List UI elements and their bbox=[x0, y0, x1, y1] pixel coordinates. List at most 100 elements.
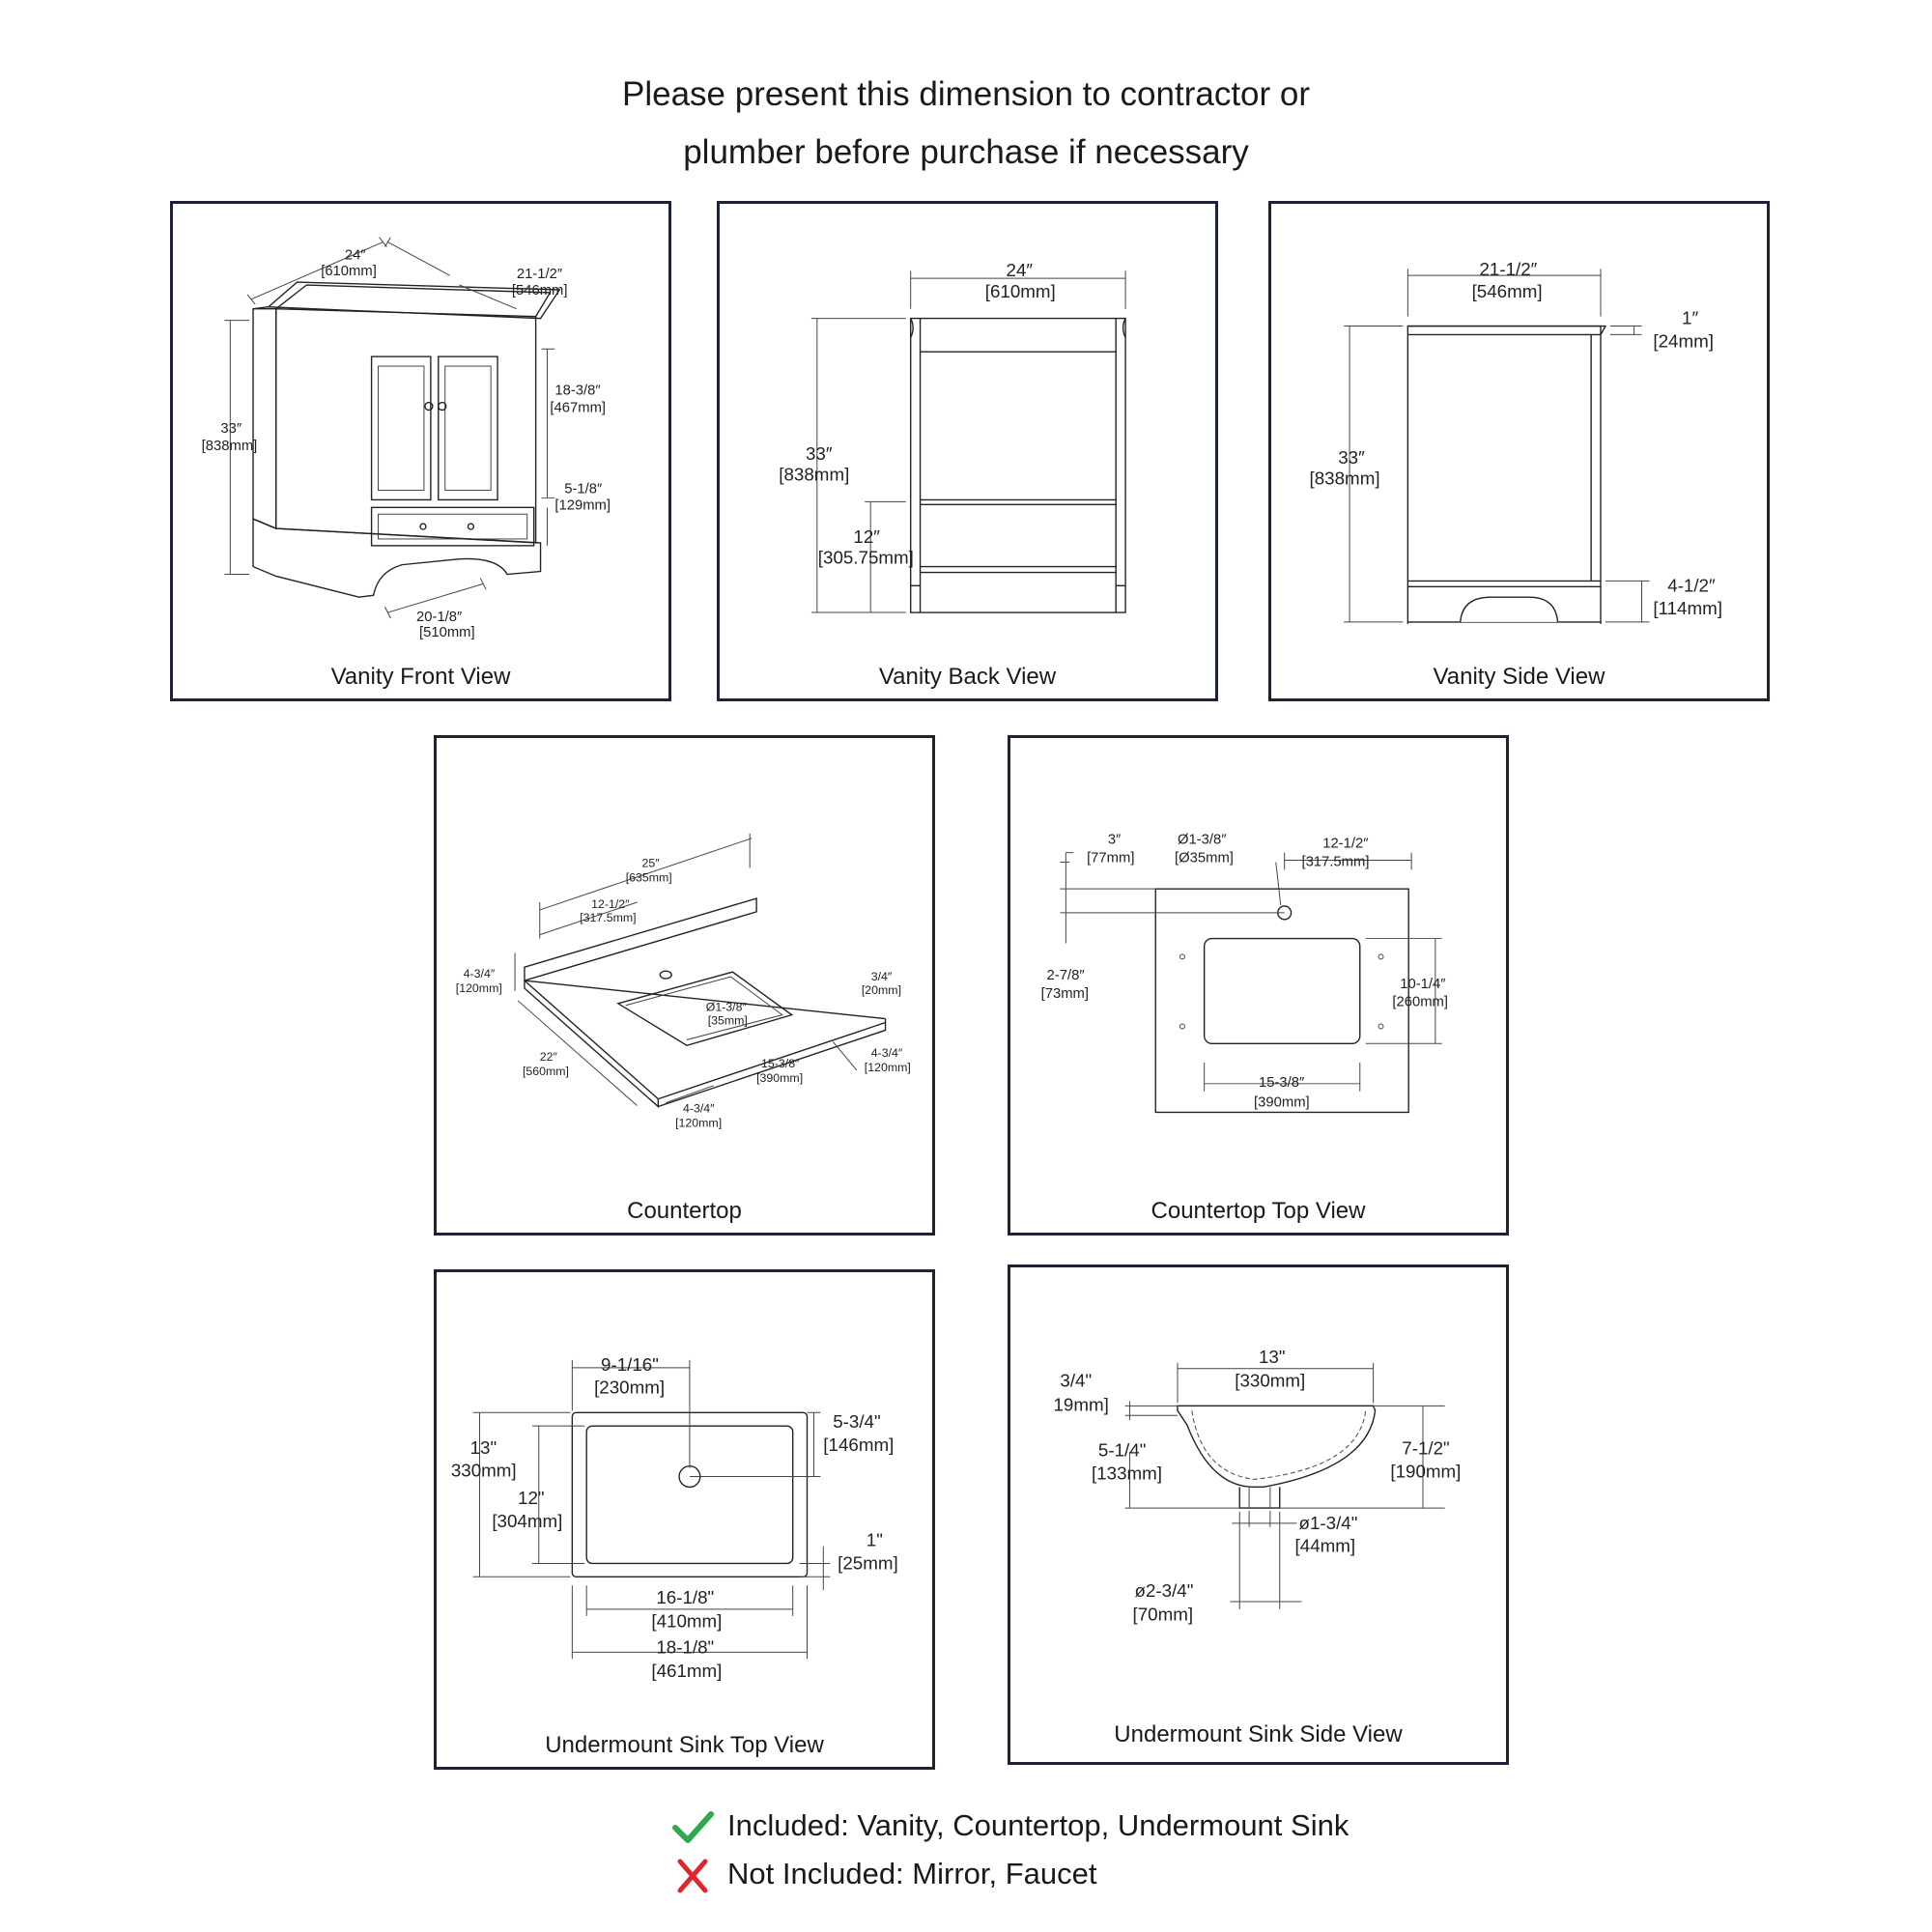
dim-back-in: 5-3/4" bbox=[833, 1411, 880, 1432]
dim-rim-mm: [25mm] bbox=[838, 1552, 898, 1573]
dim-center-in: 12-1/2″ bbox=[1322, 837, 1368, 852]
dim-outerw-mm: [461mm] bbox=[651, 1661, 722, 1681]
dim-bowl-in: 5-1/4" bbox=[1098, 1440, 1146, 1461]
dim-outer-mm: 330mm] bbox=[451, 1461, 517, 1481]
dim-sink-mm: [390mm] bbox=[756, 1071, 803, 1085]
dim-sinkw-in: 15-3/8″ bbox=[1259, 1075, 1304, 1091]
countertop-diagram bbox=[514, 833, 887, 1109]
dim-innerw-in: 16-1/8" bbox=[656, 1587, 714, 1607]
included-text: Included: Vanity, Countertop, Undermount… bbox=[727, 1808, 1350, 1843]
dim-width-mm: [610mm] bbox=[985, 281, 1056, 301]
caption-undermount-sink-top-view: Undermount Sink Top View bbox=[545, 1732, 824, 1758]
dim-center-mm: [317.5mm] bbox=[1301, 854, 1369, 869]
panel-undermount-sink-side-view: 13" [330mm] 3/4" 19mm] 5-1/4" [133mm] 7-… bbox=[1008, 1264, 1509, 1765]
dim-center-mm: [317.5mm] bbox=[580, 911, 636, 924]
dim-hole-mm: [Ø35mm] bbox=[1175, 850, 1234, 866]
dim-depth-mm: [546mm] bbox=[512, 283, 568, 298]
dim-width-mm: [610mm] bbox=[321, 264, 377, 279]
dim-back-mm: [73mm] bbox=[1041, 986, 1089, 1002]
dim-right-mm: [120mm] bbox=[865, 1061, 911, 1074]
dim-width-mm: [635mm] bbox=[626, 870, 672, 884]
panel-countertop: 25″ [635mm] 12-1/2″ [317.5mm] 4-3/4″ [12… bbox=[434, 735, 935, 1236]
vanity-front-labels: 24″ [610mm] 21-1/2″ [546mm] 33″ [838mm] … bbox=[202, 247, 611, 640]
dim-door-in: 18-3/8″ bbox=[554, 384, 600, 399]
caption-countertop: Countertop bbox=[627, 1198, 742, 1224]
dim-depth-in: 21-1/2″ bbox=[517, 267, 562, 282]
dim-drain-in: 9-1/16" bbox=[601, 1354, 659, 1375]
dim-width-in: 24″ bbox=[1007, 260, 1034, 280]
vanity-back-labels: 24″ [610mm] 33″ [838mm] 12″ [305.75mm] bbox=[779, 260, 1056, 568]
dim-inner-mm: [304mm] bbox=[492, 1511, 562, 1531]
dim-height-in: 33″ bbox=[220, 421, 242, 437]
dim-drawer-mm: [129mm] bbox=[554, 497, 611, 513]
dim-front-mm: [120mm] bbox=[675, 1116, 722, 1129]
dim-sink-in: 15-3/8″ bbox=[761, 1057, 800, 1070]
dim-rim-mm: 19mm] bbox=[1053, 1394, 1108, 1414]
dim-height-in: 33″ bbox=[806, 443, 833, 464]
vanity-back-diagram bbox=[810, 270, 1126, 613]
dim-width-in: 13" bbox=[1259, 1347, 1286, 1367]
dim-sinkd-in: 10-1/4″ bbox=[1400, 977, 1445, 992]
panel-countertop-top-view: 3″ [77mm] Ø1-3/8″ [Ø35mm] 12-1/2″ [317.5… bbox=[1008, 735, 1509, 1236]
dim-inner-in: 12" bbox=[518, 1488, 545, 1508]
dim-hole-mm: [35mm] bbox=[708, 1014, 748, 1028]
cross-icon bbox=[671, 1857, 714, 1895]
dim-thick-mm: [20mm] bbox=[862, 983, 901, 997]
page-header: Please present this dimension to contrac… bbox=[0, 66, 1932, 182]
dim-drain-mm: [230mm] bbox=[594, 1378, 665, 1398]
dim-base-mm: [114mm] bbox=[1653, 598, 1722, 618]
dim-width-in: 25″ bbox=[642, 856, 661, 869]
panel-undermount-sink-top-view: 9-1/16" [230mm] 5-3/4" [146mm] 13" 330mm… bbox=[434, 1269, 935, 1770]
sink-top-diagram bbox=[472, 1359, 831, 1660]
panel-vanity-back-view: 24″ [610mm] 33″ [838mm] 12″ [305.75mm] V… bbox=[717, 201, 1218, 701]
dim-back-in: 2-7/8″ bbox=[1047, 968, 1085, 983]
header-line-2: plumber before purchase if necessary bbox=[683, 133, 1249, 171]
dim-base-in: 4-1/2″ bbox=[1667, 575, 1716, 595]
dim-front-in: 4-3/4″ bbox=[683, 1101, 715, 1115]
dim-base-in: 20-1/8″ bbox=[416, 610, 462, 625]
dim-depth-in: 21-1/2″ bbox=[1479, 259, 1537, 279]
not-included-row: Not Included: Mirror, Faucet bbox=[671, 1857, 1097, 1895]
dim-total-in: 7-1/2" bbox=[1402, 1438, 1449, 1459]
dim-height-in: 33″ bbox=[1338, 447, 1365, 468]
dim-bowl-mm: [133mm] bbox=[1092, 1463, 1162, 1483]
caption-countertop-top-view: Countertop Top View bbox=[1151, 1198, 1366, 1224]
dim-height-mm: [838mm] bbox=[1310, 469, 1380, 489]
dim-splash-in: 4-3/4″ bbox=[464, 967, 496, 980]
dim-depth-in: 22″ bbox=[540, 1050, 558, 1064]
dim-depth-mm: [560mm] bbox=[523, 1065, 569, 1078]
not-included-text: Not Included: Mirror, Faucet bbox=[727, 1857, 1097, 1891]
dim-outer-in: 13" bbox=[470, 1437, 497, 1458]
dim-right-in: 4-3/4″ bbox=[871, 1046, 903, 1060]
countertop-labels: 25″ [635mm] 12-1/2″ [317.5mm] 4-3/4″ [12… bbox=[456, 856, 911, 1129]
dim-flange-mm: [70mm] bbox=[1133, 1605, 1194, 1625]
dim-rim-in: 1" bbox=[867, 1530, 883, 1550]
dim-drain-in: ø1-3/4" bbox=[1299, 1513, 1358, 1533]
dim-door-mm: [467mm] bbox=[550, 400, 606, 415]
sink-side-labels: 13" [330mm] 3/4" 19mm] 5-1/4" [133mm] 7-… bbox=[1053, 1347, 1461, 1625]
dim-outerw-in: 18-1/8" bbox=[656, 1636, 714, 1657]
dim-edge-mm: [77mm] bbox=[1087, 850, 1134, 866]
countertop-top-diagram bbox=[1060, 852, 1442, 1114]
dim-edge-in: 3″ bbox=[1108, 833, 1121, 848]
dim-depth-mm: [546mm] bbox=[1472, 281, 1543, 301]
dim-width-in: 24″ bbox=[345, 247, 366, 263]
dim-top-in: 1″ bbox=[1682, 308, 1698, 328]
dim-top-mm: [24mm] bbox=[1653, 330, 1714, 351]
dim-innerw-mm: [410mm] bbox=[651, 1611, 722, 1632]
dim-base-mm: [510mm] bbox=[419, 625, 475, 640]
caption-vanity-side-view: Vanity Side View bbox=[1433, 664, 1605, 690]
included-row: Included: Vanity, Countertop, Undermount… bbox=[671, 1808, 1349, 1847]
dim-hole-in: Ø1-3/8″ bbox=[1178, 833, 1227, 848]
dim-hole-in: Ø1-3/8″ bbox=[706, 1001, 748, 1014]
caption-undermount-sink-side-view: Undermount Sink Side View bbox=[1114, 1721, 1403, 1747]
dim-sinkd-mm: [260mm] bbox=[1392, 995, 1448, 1010]
dim-drain-mm: [44mm] bbox=[1295, 1536, 1356, 1556]
dim-shelf-mm: [305.75mm] bbox=[818, 548, 914, 568]
sink-side-diagram bbox=[1124, 1362, 1445, 1609]
caption-vanity-front-view: Vanity Front View bbox=[330, 664, 511, 690]
dim-splash-mm: [120mm] bbox=[456, 981, 502, 995]
countertop-top-labels: 3″ [77mm] Ø1-3/8″ [Ø35mm] 12-1/2″ [317.5… bbox=[1041, 833, 1448, 1111]
check-icon bbox=[671, 1808, 714, 1847]
vanity-front-diagram bbox=[224, 237, 561, 619]
